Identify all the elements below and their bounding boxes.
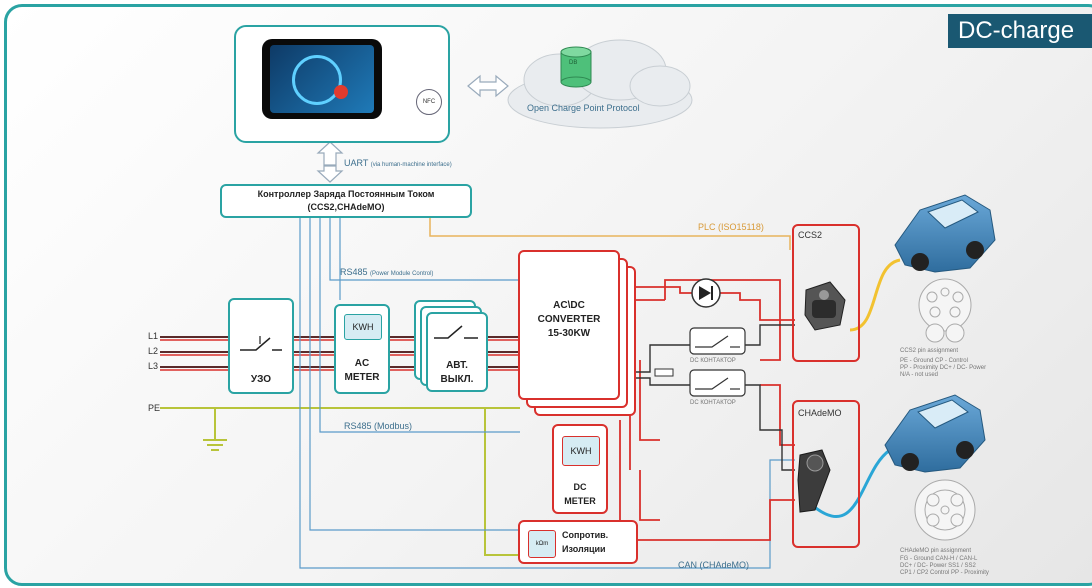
contactor-bottom-symbol — [689, 369, 746, 397]
isolation-monitor-box: kΩm Сопротив. Изоляции — [518, 520, 638, 564]
ac-meter-box: KWH AC METER — [334, 304, 390, 394]
ccs2-pinout-title: CCS2 pin assignment — [900, 348, 959, 354]
dc-meter-kwh-label: KWH — [570, 446, 592, 456]
isolation-line1: Сопротив. — [562, 530, 609, 540]
l1-label: L1 — [148, 331, 159, 341]
database-label: DB — [569, 60, 578, 66]
chademo-label: CHAdeMO — [798, 408, 842, 418]
ocpp-label: Open Charge Point Protocol — [527, 103, 640, 113]
isolation-symbol: kΩm — [535, 541, 549, 547]
contactor-bottom-label: DC КОНТАКТОР — [690, 400, 736, 406]
ccs2-plug-icon — [804, 281, 846, 331]
cloud-shape — [507, 39, 693, 129]
converter-line3: 15-30KW — [547, 328, 591, 339]
can-label: CAN (CHAdeMO) — [678, 560, 750, 570]
plc-line — [429, 218, 791, 250]
car-icon-ccs2 — [894, 194, 996, 273]
plc-label: PLC (ISO15118) — [698, 222, 764, 232]
chademo-cable — [811, 448, 891, 519]
uart-note: (via human-machine interface) — [370, 162, 452, 168]
pe-label: PE — [148, 403, 161, 413]
screen-display — [270, 45, 374, 113]
breaker-box: АВТ. ВЫКЛ. — [426, 312, 488, 392]
database-icon — [560, 46, 592, 88]
ccs2-socket-diagram — [918, 278, 972, 343]
ccs2-pinout-line-3: N/A - not used — [900, 372, 939, 378]
rs485-top-label: RS485 (Power Module Control) — [340, 267, 433, 277]
diode — [691, 278, 721, 308]
car-icon-chademo — [884, 394, 986, 473]
ac-meter-kwh-display: KWH — [344, 314, 382, 340]
ocpp-arrow — [467, 74, 509, 98]
rcd-box: УЗО — [228, 298, 294, 394]
dc-meter-line2: METER — [564, 496, 596, 506]
chademo-pinout-title: CHAdeMO pin assignment — [900, 548, 972, 554]
uart-name: UART — [344, 158, 369, 168]
l2-label: L2 — [148, 346, 159, 356]
uart-label: UART (via human-machine interface) — [344, 158, 452, 168]
nfc-reader-icon[interactable]: NFC — [416, 89, 442, 115]
title-banner: DC-charge — [948, 14, 1092, 48]
ccs2-connector-box: CCS2 — [792, 224, 860, 362]
dc-meter-line1: DC — [573, 482, 587, 492]
charge-controller-box[interactable]: Контроллер Заряда Постоянным Током (CCS2… — [220, 184, 472, 218]
contactor-top-label: DC КОНТАКТОР — [690, 358, 736, 364]
ground-line — [160, 407, 525, 556]
converter-line1: AC\DC — [553, 300, 585, 311]
rcd-label: УЗО — [250, 374, 272, 385]
cable-connector — [654, 368, 674, 377]
controller-title: Контроллер Заряда Постоянным Током — [257, 189, 435, 199]
dc-power-lines — [619, 279, 795, 541]
dc-meter-box: KWH DC METER — [552, 424, 608, 514]
ac-meter-line2: METER — [344, 372, 380, 383]
chademo-plug-icon — [797, 449, 831, 513]
chademo-connector-box: CHAdeMO — [792, 400, 860, 548]
controller-subtitle: (CCS2,CHAdeMO) — [307, 202, 385, 212]
uart-arrows — [316, 141, 344, 183]
chademo-socket-diagram — [914, 479, 976, 541]
ac-meter-kwh-label: KWH — [352, 322, 374, 332]
ac-meter-line1: AC — [354, 358, 370, 369]
l3-label: L3 — [148, 361, 159, 371]
chademo-pinout-line-2: DC+ / DC- Power SS1 / SS2 — [900, 563, 976, 569]
rs485-top-name: RS485 — [340, 267, 368, 277]
isolation-symbol-display: kΩm — [528, 530, 556, 558]
dc-meter-kwh-display: KWH — [562, 436, 600, 466]
touch-screen[interactable] — [262, 39, 382, 119]
converter-module: AC\DC CONVERTER 15-30KW — [518, 250, 620, 400]
nfc-label: NFC — [422, 99, 436, 105]
ccs2-label: CCS2 — [798, 230, 823, 240]
ccs2-pinout-line-2: PP - Proximity DC+ / DC- Power — [900, 365, 987, 371]
comm-lines — [299, 218, 795, 569]
breaker-line2: ВЫКЛ. — [440, 374, 474, 385]
ccs2-pinout-line-1: PE - Ground CP - Control — [900, 358, 968, 364]
switch-symbol — [240, 336, 282, 351]
breaker-switch-symbol — [434, 325, 478, 339]
chademo-pinout-line-3: CP1 / CP2 Control PP - Proximity — [900, 570, 989, 576]
converter-line2: CONVERTER — [537, 314, 601, 325]
chademo-pinout-line-1: FG - Ground CAN-H / CAN-L — [900, 556, 978, 562]
breaker-line1: АВТ. — [446, 360, 468, 371]
hmi-display-box[interactable]: NFC — [234, 25, 450, 143]
rs485-top-note: (Power Module Control) — [370, 271, 434, 277]
isolation-line2: Изоляции — [562, 544, 606, 554]
stop-button-icon — [334, 85, 348, 99]
screen-gauge-icon — [292, 55, 342, 105]
contactor-top-symbol — [689, 327, 746, 355]
rs485-bottom-label: RS485 (Modbus) — [344, 421, 413, 431]
